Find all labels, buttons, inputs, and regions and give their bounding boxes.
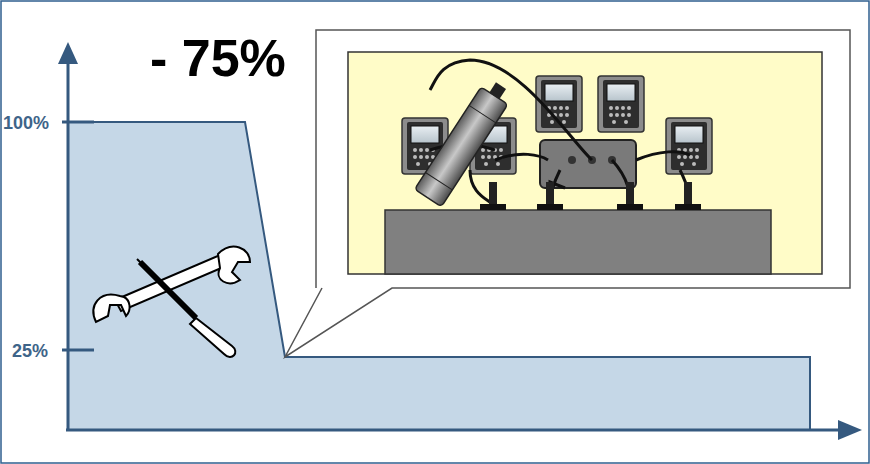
axis-label: 25% [12,341,48,362]
reduction-value: - 75% [150,28,286,88]
axis-label: 100% [3,113,49,134]
tools-icon [93,247,250,357]
